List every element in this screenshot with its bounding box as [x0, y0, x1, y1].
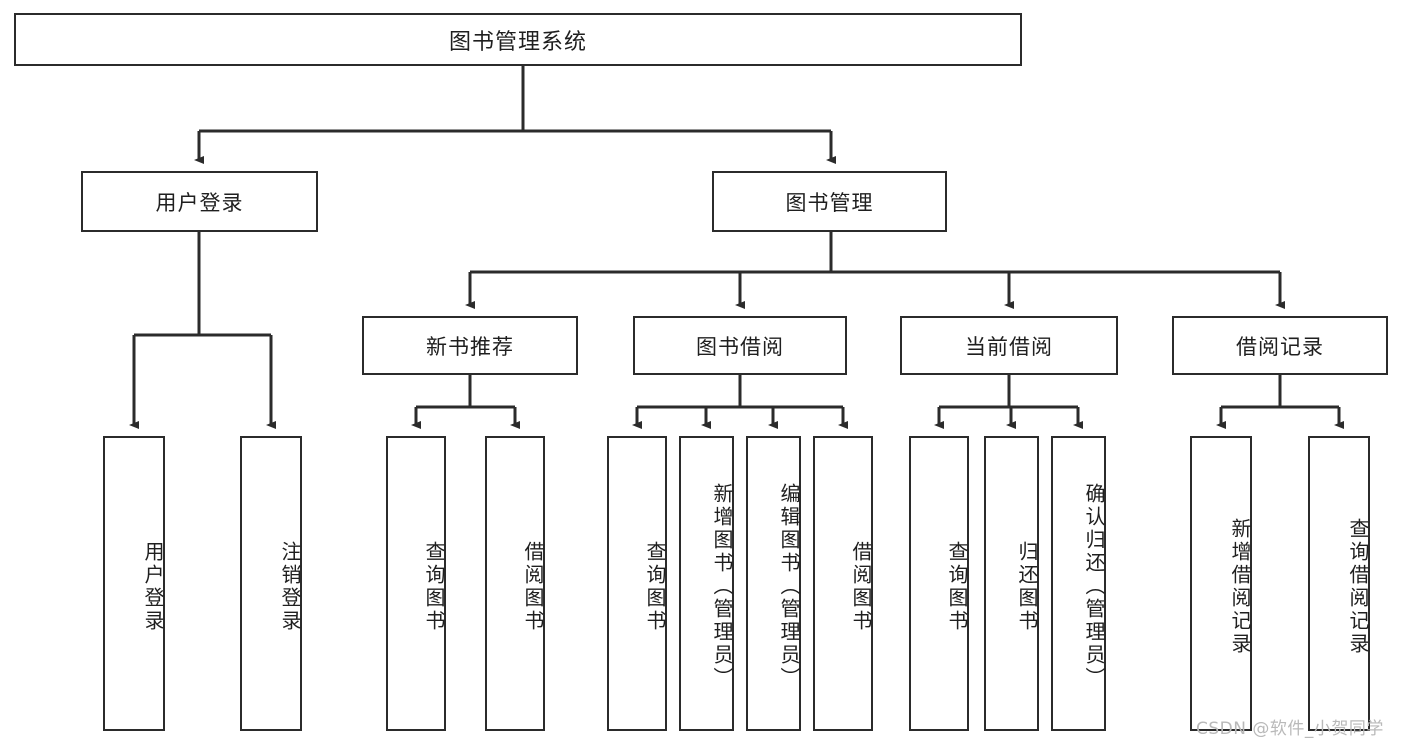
leaf-node[interactable]: 新增图书（管理员）: [679, 436, 734, 731]
node-borrow-record[interactable]: 借阅记录: [1172, 316, 1388, 375]
leaf-node-label: 注销登录: [278, 540, 302, 633]
leaf-node-label: 借阅图书: [521, 540, 545, 633]
leaf-node[interactable]: 归还图书: [984, 436, 1039, 731]
leaf-node-label: 查询图书: [945, 540, 969, 633]
leaf-node[interactable]: 借阅图书: [813, 436, 873, 731]
leaf-node-label: 确认归还（管理员）: [1082, 483, 1106, 690]
leaf-node-label: 编辑图书（管理员）: [777, 483, 801, 690]
leaf-node[interactable]: 新增借阅记录: [1190, 436, 1252, 731]
leaf-node-label: 用户登录: [141, 540, 165, 633]
leaf-node[interactable]: 用户登录: [103, 436, 165, 731]
node-new-book-recommend[interactable]: 新书推荐: [362, 316, 578, 375]
node-book-borrow[interactable]: 图书借阅: [633, 316, 847, 375]
node-user-login[interactable]: 用户登录: [81, 171, 318, 232]
leaf-node-label: 借阅图书: [849, 540, 873, 633]
node-book-borrow-label: 图书借阅: [696, 334, 784, 359]
node-book-management-label: 图书管理: [785, 190, 874, 215]
node-borrow-record-label: 借阅记录: [1236, 334, 1324, 359]
node-root-label: 图书管理系统: [448, 29, 587, 55]
csdn-watermark: CSDN @软件_小贺同学: [1196, 719, 1384, 739]
leaf-node[interactable]: 确认归还（管理员）: [1051, 436, 1106, 731]
leaf-node[interactable]: 查询图书: [607, 436, 667, 731]
leaf-node[interactable]: 查询借阅记录: [1308, 436, 1370, 731]
leaf-node[interactable]: 注销登录: [240, 436, 302, 731]
leaf-node-label: 查询图书: [643, 540, 667, 633]
node-book-management[interactable]: 图书管理: [712, 171, 947, 232]
leaf-node-label: 查询图书: [422, 540, 446, 633]
leaf-node-label: 新增借阅记录: [1228, 517, 1252, 656]
node-user-login-label: 用户登录: [155, 190, 244, 215]
leaf-node[interactable]: 借阅图书: [485, 436, 545, 731]
leaf-node-label: 查询借阅记录: [1346, 517, 1370, 656]
node-current-borrow-label: 当前借阅: [965, 334, 1053, 359]
leaf-node[interactable]: 查询图书: [909, 436, 969, 731]
leaf-node[interactable]: 查询图书: [386, 436, 446, 731]
node-current-borrow[interactable]: 当前借阅: [900, 316, 1118, 375]
node-root[interactable]: 图书管理系统: [14, 13, 1022, 66]
leaf-node-label: 归还图书: [1015, 540, 1039, 633]
leaf-node[interactable]: 编辑图书（管理员）: [746, 436, 801, 731]
leaf-node-label: 新增图书（管理员）: [710, 483, 734, 690]
node-new-book-recommend-label: 新书推荐: [426, 334, 514, 359]
